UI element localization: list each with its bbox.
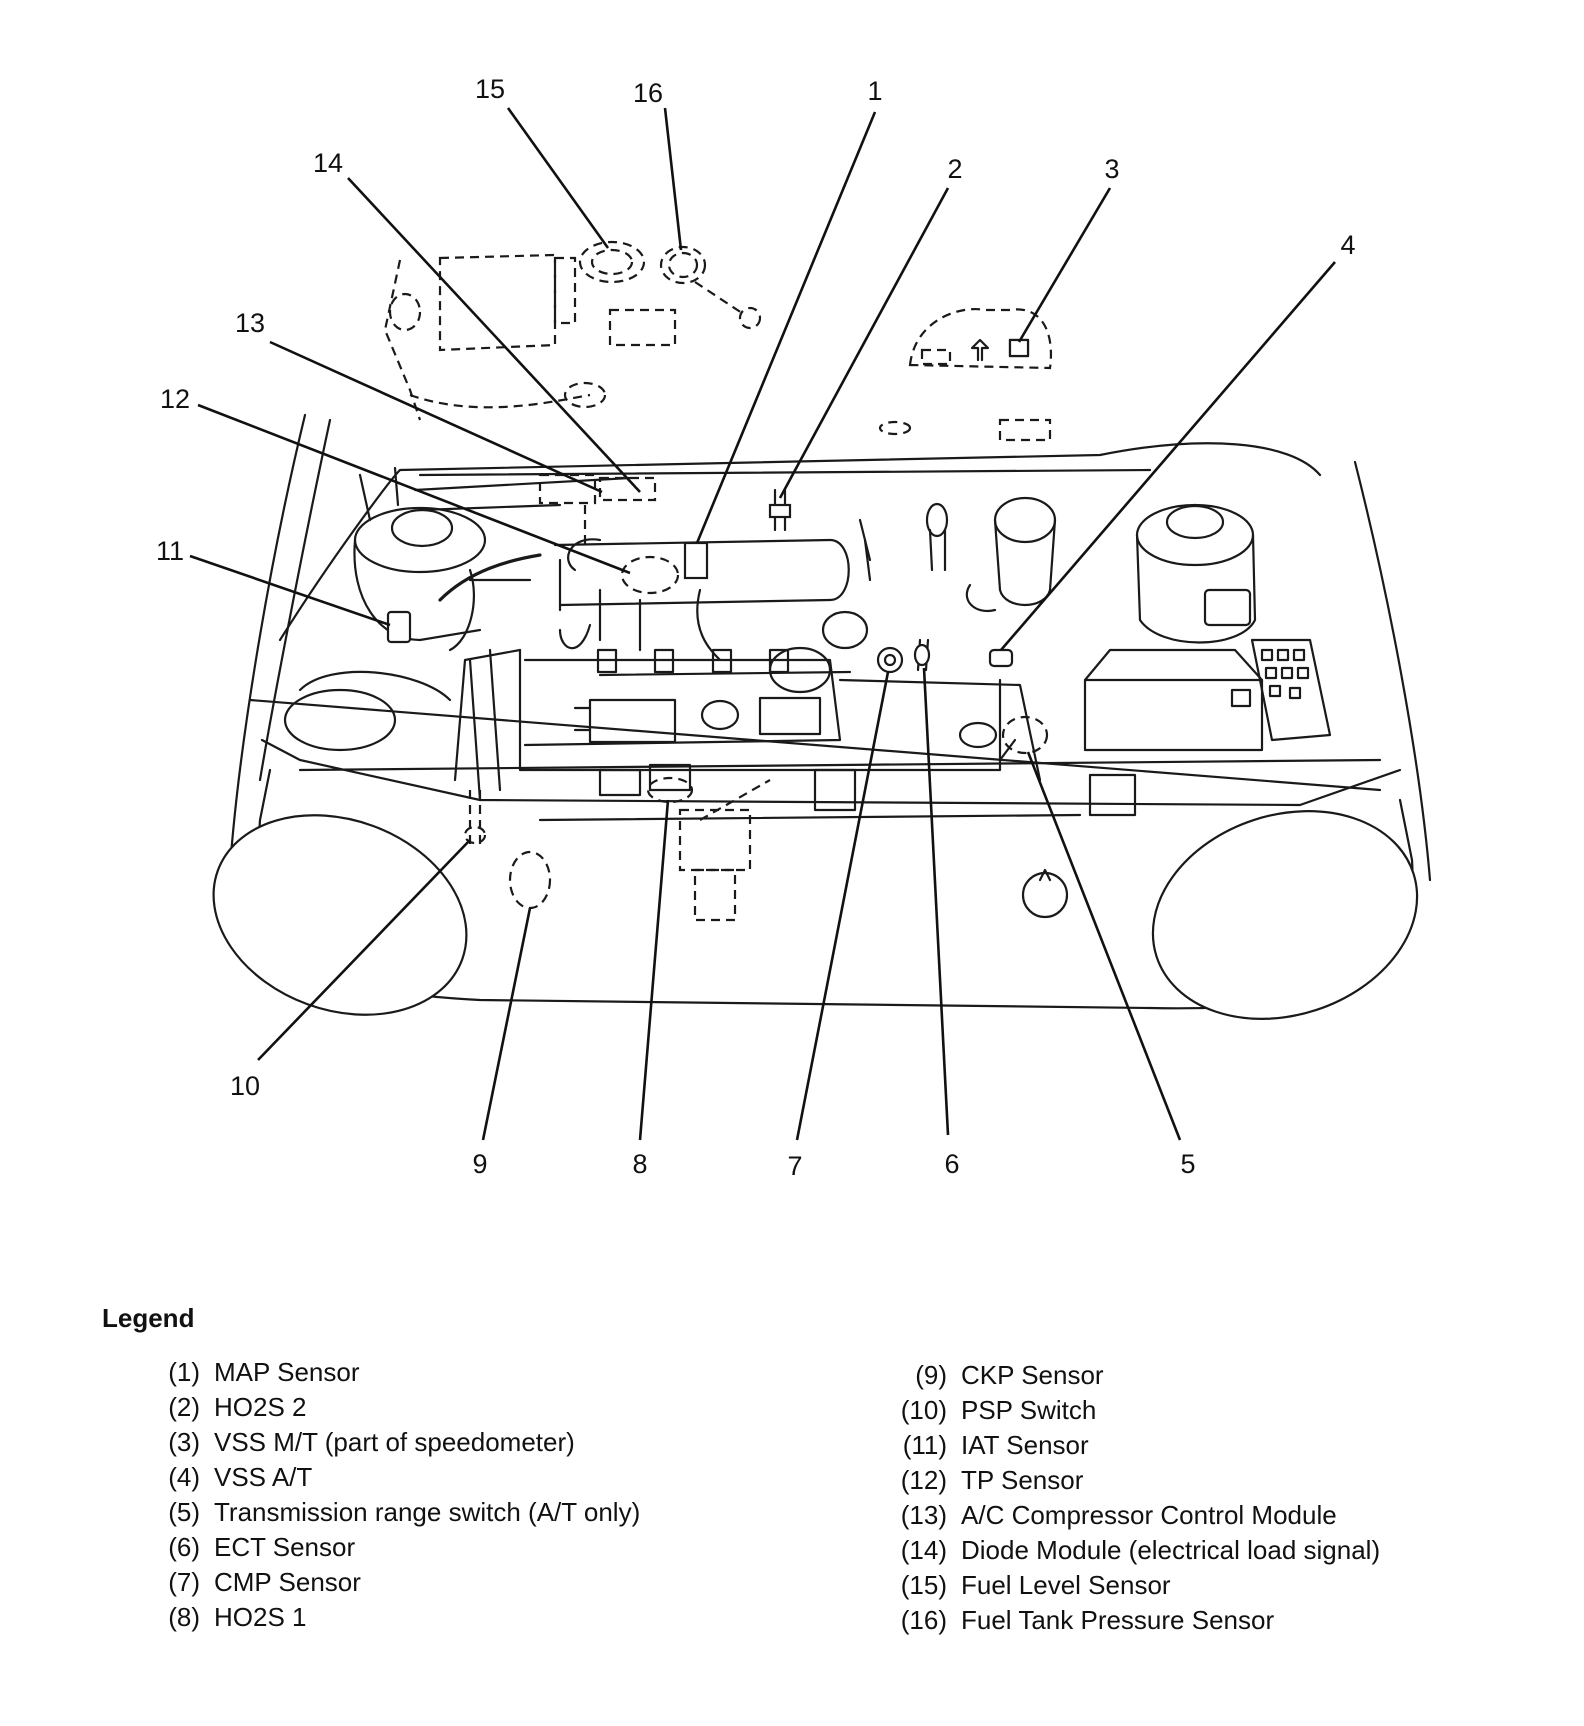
legend-item-14: (14) Diode Module (electrical load signal… bbox=[895, 1535, 1380, 1566]
callout-14: 14 bbox=[313, 148, 343, 178]
legend-num: (7) bbox=[168, 1567, 200, 1597]
legend-label: VSS M/T (part of speedometer) bbox=[214, 1427, 575, 1457]
legend-num: (9) bbox=[915, 1360, 947, 1390]
callout-9: 9 bbox=[472, 1149, 487, 1179]
legend-label: CKP Sensor bbox=[961, 1360, 1104, 1390]
legend-item-8: (8) HO2S 1 bbox=[148, 1602, 307, 1633]
legend-label: MAP Sensor bbox=[214, 1357, 360, 1387]
speedometer bbox=[878, 308, 1053, 442]
callout-5: 5 bbox=[1180, 1149, 1195, 1179]
legend-title: Legend bbox=[102, 1303, 195, 1333]
legend-label: Fuel Level Sensor bbox=[961, 1570, 1171, 1600]
callout-4: 4 bbox=[1340, 230, 1355, 260]
legend-label: Diode Module (electrical load signal) bbox=[961, 1535, 1381, 1565]
callout-13: 13 bbox=[235, 308, 265, 338]
legend-item-15: (15) Fuel Level Sensor bbox=[895, 1570, 1171, 1601]
callout-6: 6 bbox=[944, 1149, 959, 1179]
legend-item-16: (16) Fuel Tank Pressure Sensor bbox=[895, 1605, 1274, 1636]
vss-at-sensor bbox=[988, 648, 1014, 668]
legend-label: HO2S 2 bbox=[214, 1392, 307, 1422]
ho2s-1-sensor bbox=[646, 776, 694, 804]
legend-num: (1) bbox=[168, 1357, 200, 1387]
fuel-tank-area bbox=[383, 240, 762, 421]
legend-item-5: (5) Transmission range switch (A/T only) bbox=[148, 1497, 640, 1528]
callout-15: 15 bbox=[475, 74, 505, 104]
legend-num: (14) bbox=[900, 1535, 947, 1565]
legend-label: HO2S 1 bbox=[214, 1602, 307, 1632]
right-components bbox=[925, 496, 1332, 919]
legend-label: ECT Sensor bbox=[214, 1532, 356, 1562]
vss-mt-sensor bbox=[1008, 338, 1030, 358]
ckp-sensor bbox=[508, 850, 552, 910]
legend-item-3: (3) VSS M/T (part of speedometer) bbox=[148, 1427, 575, 1458]
legend-num: (5) bbox=[168, 1497, 200, 1527]
transmission-range-switch bbox=[1001, 715, 1049, 755]
legend-num: (6) bbox=[168, 1532, 200, 1562]
legend-item-11: (11) IAT Sensor bbox=[895, 1430, 1089, 1461]
legend-num: (2) bbox=[168, 1392, 200, 1422]
cmp-sensor bbox=[876, 646, 904, 674]
callout-numbers: 1 2 3 4 5 6 7 8 9 10 11 12 13 14 15 16 bbox=[156, 74, 1356, 1181]
legend-label: VSS A/T bbox=[214, 1462, 313, 1492]
legend-label: Transmission range switch (A/T only) bbox=[214, 1497, 641, 1527]
callout-12: 12 bbox=[160, 384, 190, 414]
legend-label: A/C Compressor Control Module bbox=[961, 1500, 1337, 1530]
vehicle-body bbox=[212, 413, 1432, 1020]
legend-item-9: (9) CKP Sensor bbox=[895, 1360, 1104, 1391]
legend-item-12: (12) TP Sensor bbox=[895, 1465, 1084, 1496]
legend-item-6: (6) ECT Sensor bbox=[148, 1532, 355, 1563]
legend-item-2: (2) HO2S 2 bbox=[148, 1392, 307, 1423]
legend-num: (11) bbox=[902, 1430, 947, 1460]
fuel-tank-pressure-sensor bbox=[667, 251, 699, 279]
legend-item-1: (1) MAP Sensor bbox=[148, 1357, 359, 1388]
diode-module bbox=[598, 476, 657, 502]
legend-num: (13) bbox=[900, 1500, 947, 1530]
callout-11: 11 bbox=[156, 536, 184, 566]
sensor-components bbox=[386, 248, 1049, 922]
legend-item-10: (10) PSP Switch bbox=[895, 1395, 1097, 1426]
callout-10: 10 bbox=[230, 1071, 260, 1101]
leader-lines bbox=[189, 107, 1336, 1141]
fuel-level-sensor bbox=[590, 248, 634, 276]
legend-label: Fuel Tank Pressure Sensor bbox=[961, 1605, 1275, 1635]
legend-item-4: (4) VSS A/T bbox=[148, 1462, 312, 1493]
callout-3: 3 bbox=[1104, 154, 1119, 184]
legend-num: (3) bbox=[168, 1427, 200, 1457]
legend-label: IAT Sensor bbox=[961, 1430, 1089, 1460]
legend-num: (10) bbox=[900, 1395, 947, 1425]
legend-num: (8) bbox=[168, 1602, 200, 1632]
callout-1: 1 bbox=[867, 76, 882, 106]
callout-2: 2 bbox=[947, 154, 962, 184]
callout-16: 16 bbox=[633, 78, 663, 108]
legend-item-7: (7) CMP Sensor bbox=[148, 1567, 361, 1598]
legend-num: (12) bbox=[900, 1465, 947, 1495]
map-sensor bbox=[683, 541, 709, 580]
legend-label: CMP Sensor bbox=[214, 1567, 361, 1597]
callout-8: 8 bbox=[632, 1149, 647, 1179]
legend-num: (16) bbox=[900, 1605, 947, 1635]
legend-num: (4) bbox=[168, 1462, 200, 1492]
legend-label: TP Sensor bbox=[961, 1465, 1084, 1495]
legend-item-13: (13) A/C Compressor Control Module bbox=[895, 1500, 1337, 1531]
legend-label: PSP Switch bbox=[961, 1395, 1097, 1425]
engine-compartment-diagram: 1 2 3 4 5 6 7 8 9 10 11 12 13 14 15 16 bbox=[156, 74, 1432, 1181]
tp-sensor bbox=[620, 555, 680, 595]
legend-num: (15) bbox=[900, 1570, 947, 1600]
iat-sensor bbox=[386, 610, 412, 644]
callout-7: 7 bbox=[787, 1151, 802, 1181]
left-components bbox=[283, 466, 487, 752]
ac-compressor-control-module bbox=[538, 473, 597, 505]
